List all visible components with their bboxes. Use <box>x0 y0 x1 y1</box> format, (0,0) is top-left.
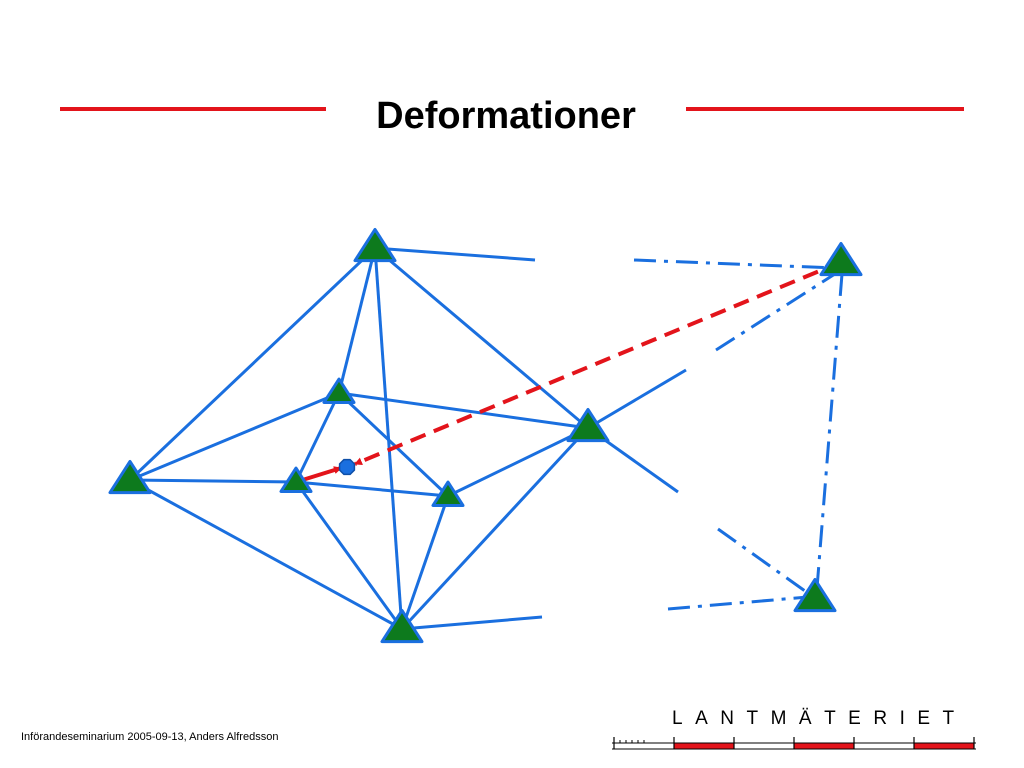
network-line-inner-right-mid-right <box>447 426 589 498</box>
station-mid-right-triangle <box>566 407 610 443</box>
network-lines <box>128 246 590 631</box>
network-line-inner-left-inner-right <box>295 480 449 498</box>
station-far-right-top-triangle <box>819 241 863 277</box>
network-stub-line <box>587 368 687 430</box>
network-line-far-left-bottom <box>129 478 403 631</box>
network-line-top-far-left <box>128 246 377 482</box>
network-stub-line <box>374 246 536 262</box>
station-inner-left-triangle <box>279 466 313 493</box>
footer-text: Införandeseminarium 2005-09-13, Anders A… <box>21 731 279 743</box>
displaced-point-marker <box>338 458 356 476</box>
displaced-point <box>338 458 356 476</box>
network-line-inner-upper-inner-right <box>337 391 450 498</box>
station-inner-right-triangle <box>431 480 465 507</box>
network-line-inner-right-bottom <box>400 495 450 630</box>
station-top-triangle <box>353 227 397 263</box>
logo-wordmark: LANTMÄTERIET <box>672 708 967 729</box>
scale-bar-segment <box>733 742 795 750</box>
station-far-left-triangle <box>108 459 152 495</box>
dashed-sight-line <box>354 260 842 466</box>
network-line-far-left-inner-left <box>129 478 297 484</box>
scale-bar-segment <box>853 742 915 750</box>
dash-dot-line <box>667 595 809 611</box>
network-stub-line <box>401 615 543 631</box>
network-line-top-inner-upper <box>337 247 377 394</box>
network-line-inner-upper-inner-left <box>294 392 341 483</box>
title-rule-right <box>686 107 964 111</box>
sight-line <box>354 260 842 466</box>
dash-dot-line <box>633 258 836 270</box>
network-line-inner-left-bottom <box>294 481 404 630</box>
survey-stations <box>108 227 863 644</box>
dash-dot-line <box>717 527 813 598</box>
network-line-far-left-inner-upper <box>129 391 340 482</box>
scale-bar-segment <box>613 742 675 750</box>
station-far-right-bottom-triangle <box>793 577 837 613</box>
distant-network-lines <box>633 258 844 611</box>
network-line-top-mid-right <box>374 246 589 430</box>
station-inner-upper-triangle <box>322 377 356 404</box>
slide-title: Deformationer <box>376 95 636 137</box>
network-line-inner-upper-mid-right <box>338 391 589 430</box>
title-rule-left <box>60 107 326 111</box>
station-bottom-triangle <box>380 608 424 644</box>
logo-scale-bar <box>612 737 976 750</box>
network-line-mid-right-bottom <box>400 426 590 631</box>
scale-bar-segment <box>793 742 855 750</box>
scale-bar-segment <box>673 742 735 750</box>
dash-dot-line <box>715 270 839 352</box>
dash-dot-line <box>815 273 844 589</box>
scale-bar-segment <box>913 742 975 750</box>
